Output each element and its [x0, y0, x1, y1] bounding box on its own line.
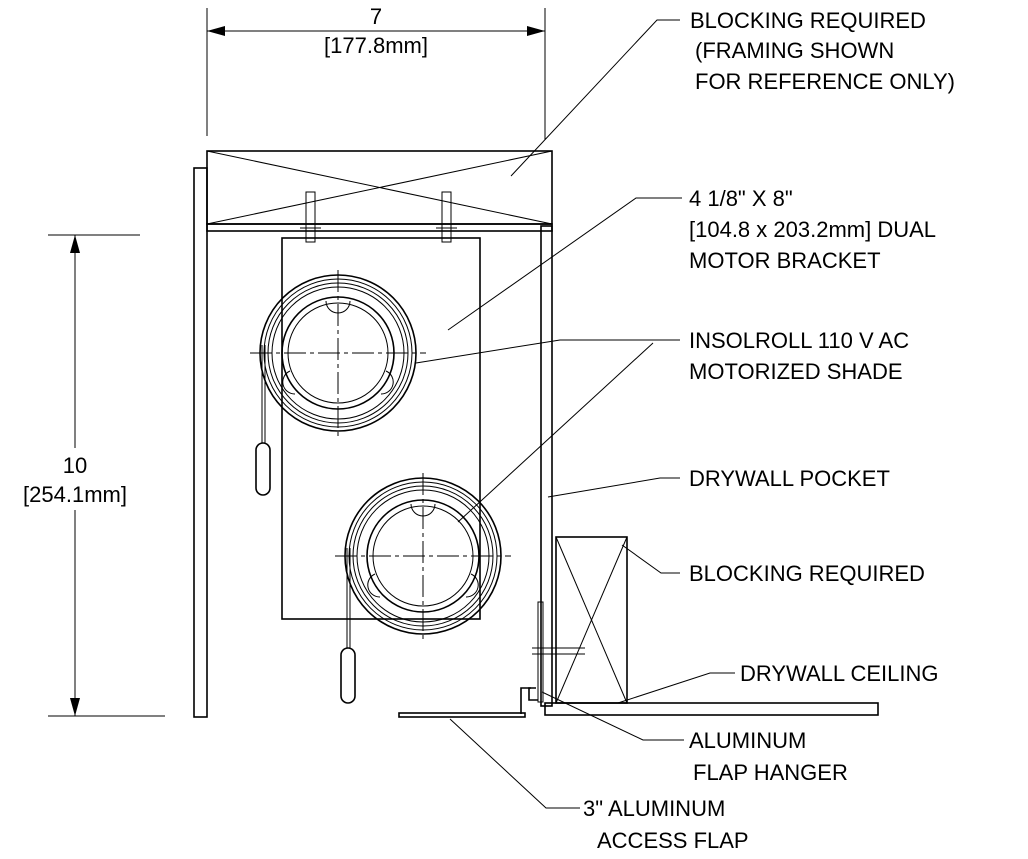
callout-drywall-ceiling-line-1: DRYWALL CEILING: [740, 661, 938, 686]
callout-shade-line-2: MOTORIZED SHADE: [689, 359, 903, 384]
pocket-framing: [193, 150, 553, 718]
lower-shade-roller: [335, 473, 511, 704]
callout-flap-hanger-line-1: ALUMINUM: [689, 728, 806, 753]
callout-motorized-shade: INSOLROLL 110 V AC MOTORIZED SHADE: [689, 328, 909, 384]
upper-shade-roller: [250, 270, 426, 496]
aluminum-access-flap: [398, 712, 526, 718]
callout-blocking-top-line-2: (FRAMING SHOWN: [695, 38, 894, 63]
callout-blocking-top-line-1: BLOCKING REQUIRED: [690, 8, 926, 33]
callout-bracket-line-2: [104.8 x 203.2mm] DUAL: [689, 217, 936, 242]
callout-flap-hanger-line-2: FLAP HANGER: [693, 760, 848, 785]
callout-blocking-top: BLOCKING REQUIRED (FRAMING SHOWN FOR REF…: [690, 8, 955, 94]
width-dimension: 7 [177.8mm]: [206, 4, 546, 140]
callout-drywall-pocket: DRYWALL POCKET: [689, 466, 890, 491]
width-dimension-metric: [177.8mm]: [324, 33, 428, 58]
height-dimension: 10 [254.1mm]: [10, 234, 165, 717]
dual-motor-bracket: [281, 191, 481, 620]
aluminum-flap-hanger: [520, 601, 585, 714]
side-blocking: [555, 536, 628, 704]
callout-bracket-line-3: MOTOR BRACKET: [689, 248, 881, 273]
callout-dual-motor-bracket: 4 1/8" X 8" [104.8 x 203.2mm] DUAL MOTOR…: [689, 186, 936, 273]
callout-access-flap-line-2: ACCESS FLAP: [597, 828, 749, 853]
callout-access-flap: 3" ALUMINUM ACCESS FLAP: [583, 796, 749, 853]
callout-blocking-side: BLOCKING REQUIRED: [689, 561, 925, 586]
callout-access-flap-line-1: 3" ALUMINUM: [583, 796, 725, 821]
callout-flap-hanger: ALUMINUM FLAP HANGER: [689, 728, 848, 785]
callout-drywall-pocket-line-1: DRYWALL POCKET: [689, 466, 890, 491]
callout-blocking-side-line-1: BLOCKING REQUIRED: [689, 561, 925, 586]
width-dimension-value: 7: [370, 4, 382, 29]
height-dimension-metric: [254.1mm]: [23, 482, 127, 507]
height-dimension-value: 10: [63, 453, 87, 478]
callout-bracket-line-1: 4 1/8" X 8": [689, 186, 793, 211]
drywall-ceiling: [544, 702, 879, 716]
callout-drywall-ceiling: DRYWALL CEILING: [740, 661, 938, 686]
leader-lines: [415, 19, 735, 809]
callout-blocking-top-line-3: FOR REFERENCE ONLY): [695, 69, 955, 94]
callout-shade-line-1: INSOLROLL 110 V AC: [689, 328, 909, 353]
